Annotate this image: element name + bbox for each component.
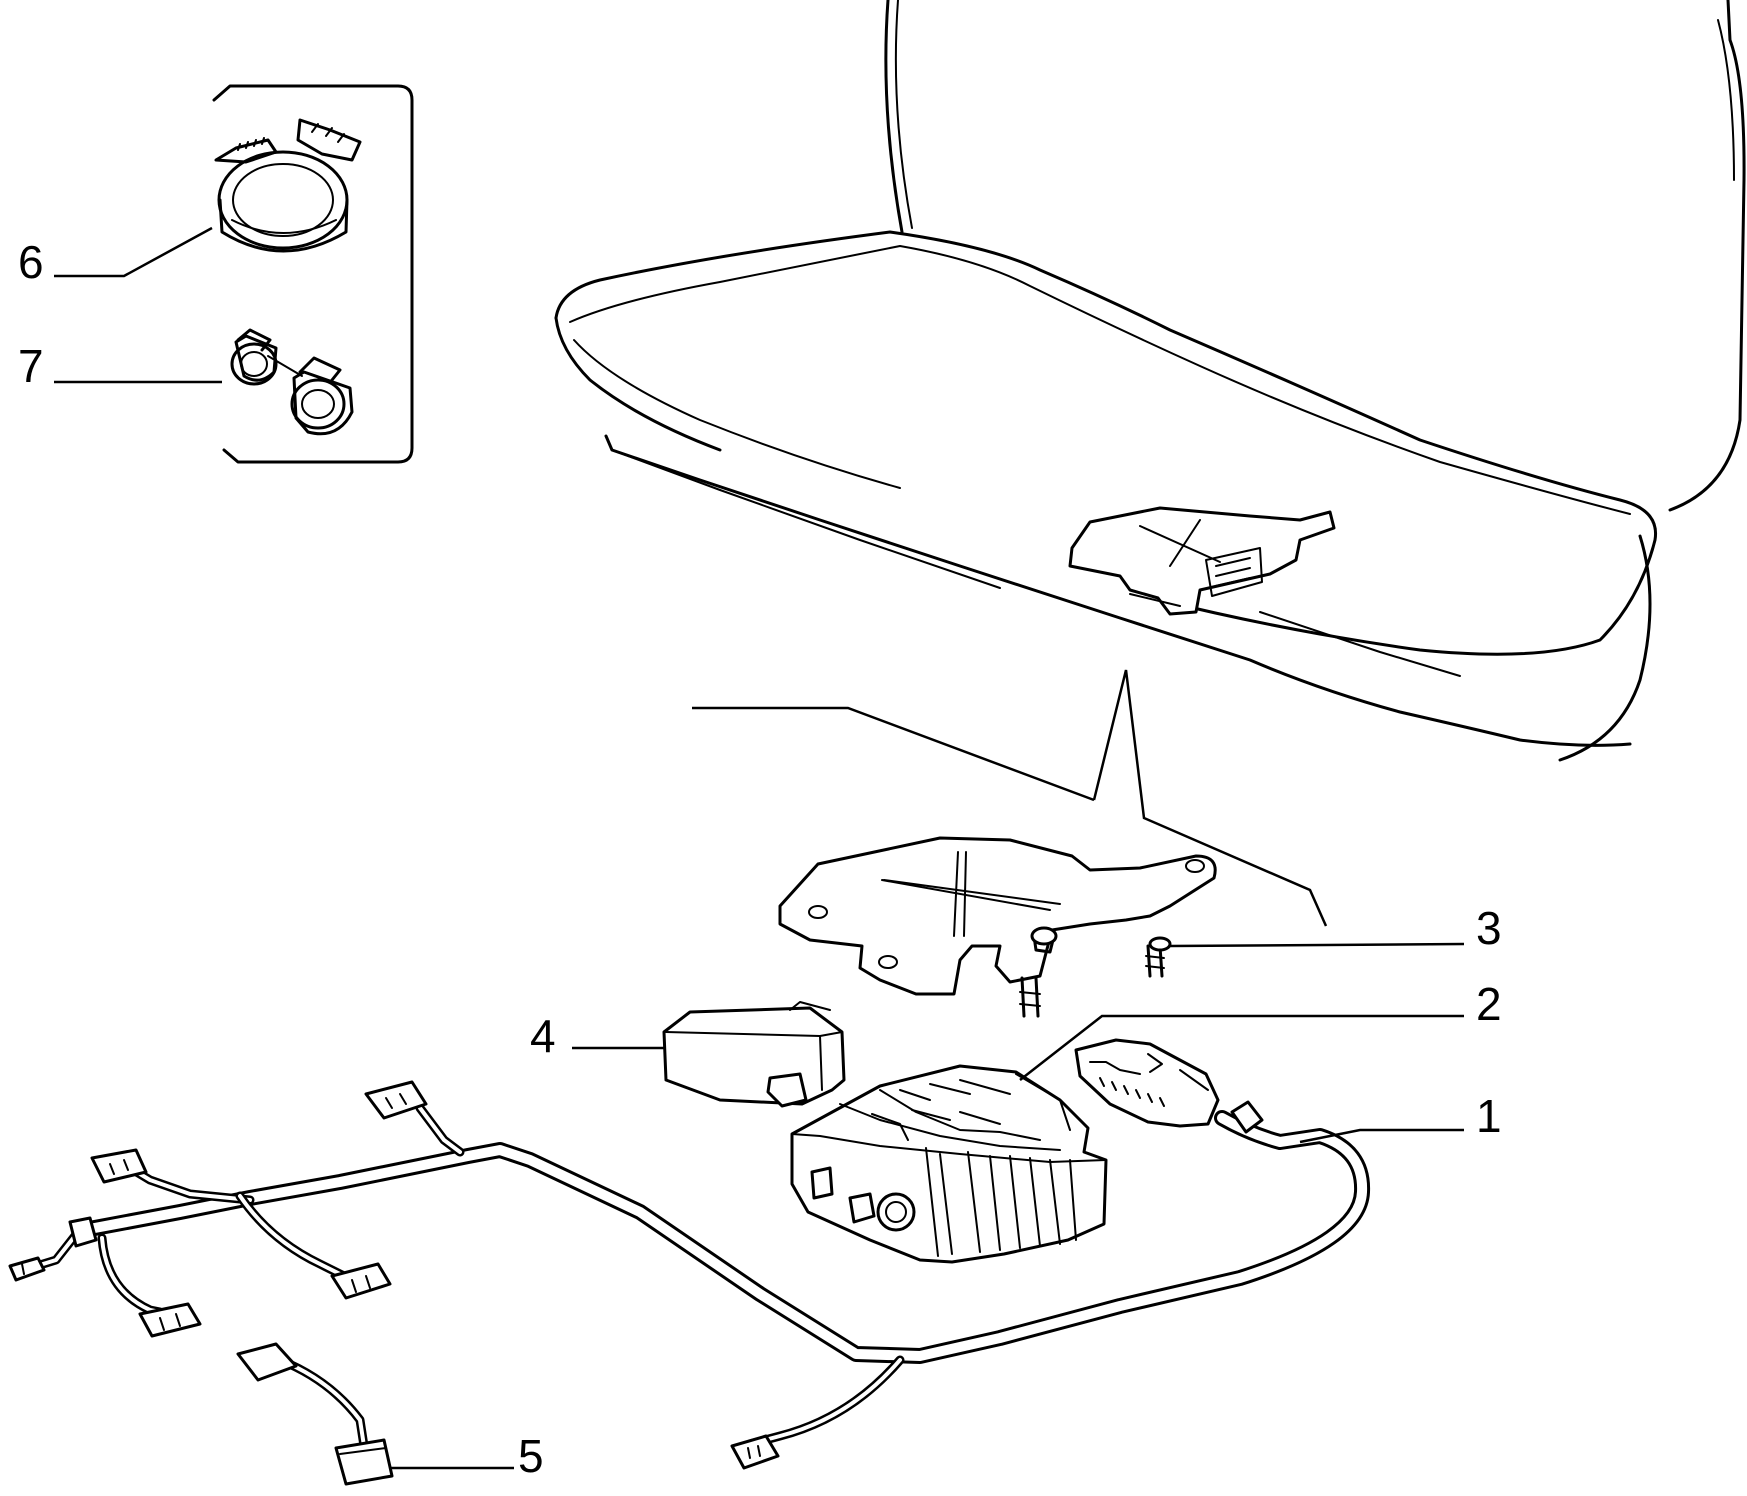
control-module-4 [662,1001,846,1108]
leader-lines [54,226,1465,1470]
wiring-harness-1 [8,1038,1371,1470]
callout-5: 5 [518,1430,544,1482]
jumper-cable-5 [236,1342,394,1486]
callout-labels: 6 7 3 2 4 1 5 [18,236,1502,1482]
callout-3: 3 [1476,902,1502,954]
clips-inset [212,84,414,464]
callout-1: 1 [1476,1090,1502,1142]
seat-outline [554,0,1746,762]
pointer-lines [692,669,1328,927]
callout-4: 4 [530,1010,556,1062]
double-clip-7 [230,328,354,436]
callout-7: 7 [18,340,44,392]
mounting-bracket-3 [778,836,1217,1018]
seat-mounted-ecu [1068,506,1336,616]
control-unit-2 [790,1064,1108,1264]
band-clamp-6 [214,118,362,253]
callout-6: 6 [18,236,44,288]
callout-2: 2 [1476,978,1502,1030]
